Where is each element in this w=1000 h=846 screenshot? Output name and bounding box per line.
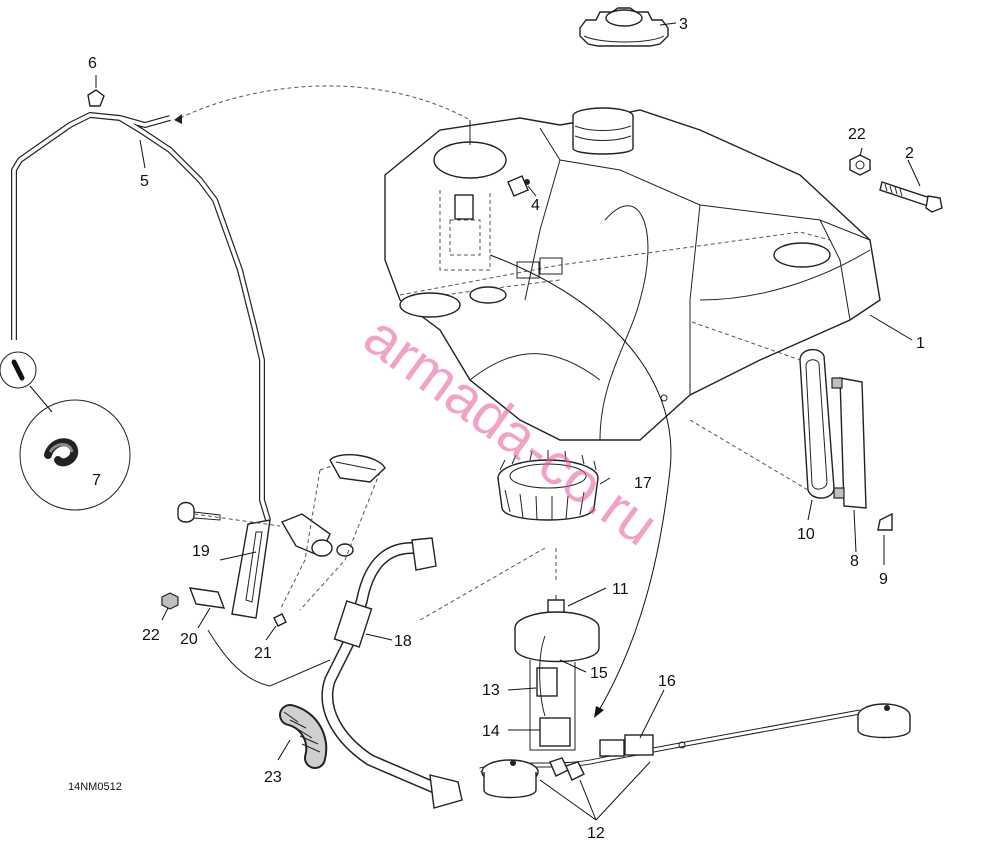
callout-numbers: 1 2 3 4 5 6 7 8 9 10 11 12 13 14 15 16 1… (88, 16, 925, 842)
nut-lower (161, 592, 179, 610)
rubber-pad (831, 377, 867, 509)
callout-1: 1 (916, 335, 925, 352)
callout-18: 18 (394, 633, 412, 650)
callout-15: 15 (590, 665, 608, 682)
callout-11: 11 (612, 581, 629, 598)
fuel-tank (384, 107, 881, 441)
callout-9: 9 (879, 571, 888, 588)
callout-12: 12 (587, 825, 605, 842)
lock-ring (497, 450, 599, 521)
callout-8: 8 (850, 553, 859, 570)
callout-23: 23 (264, 769, 282, 786)
leader-lines (95, 22, 921, 821)
callout-3: 3 (679, 16, 688, 33)
callout-17: 17 (634, 475, 652, 492)
callout-20: 20 (180, 631, 198, 648)
adhesive-tag (877, 512, 893, 531)
callout-22-lower: 22 (142, 627, 160, 644)
bolt (879, 181, 943, 213)
check-valve (87, 89, 105, 107)
callout-6: 6 (88, 55, 97, 72)
vent-tube (11, 85, 471, 521)
fuel-filter-bracket (177, 454, 386, 627)
hose-sleeve (279, 704, 328, 769)
callout-19: 19 (192, 543, 210, 560)
callout-16: 16 (658, 673, 676, 690)
callout-22-upper: 22 (848, 126, 866, 143)
fuel-pump-module (419, 547, 911, 799)
callout-7: 7 (92, 472, 101, 489)
callout-2: 2 (905, 145, 914, 162)
fuel-filter-hose (207, 537, 463, 809)
callout-21: 21 (254, 645, 272, 662)
diagram-code: 14NM0512 (68, 781, 122, 793)
nut-upper (849, 154, 871, 176)
callout-13: 13 (482, 682, 500, 699)
callout-4: 4 (531, 197, 540, 214)
clip (188, 587, 226, 609)
callout-10: 10 (797, 526, 815, 543)
callout-14: 14 (482, 723, 500, 740)
spring-detail (0, 351, 131, 511)
callout-5: 5 (140, 173, 149, 190)
fuel-cap (579, 7, 669, 47)
